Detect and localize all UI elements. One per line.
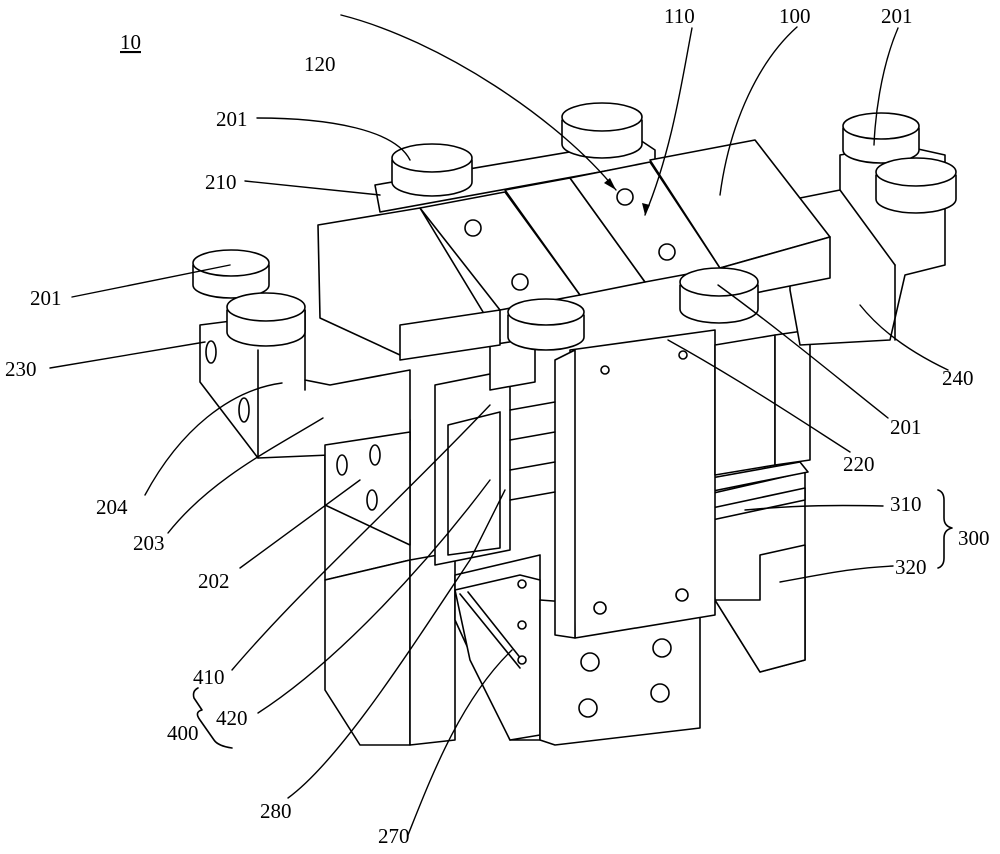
label-201-top-left: 201 [216,107,248,131]
knob-top-right-front [875,157,957,214]
knob-center-front-right [679,267,759,324]
label-100: 100 [779,4,811,28]
block-202 [324,431,411,546]
arrow-110 [642,203,650,215]
knob-top-right-back [842,112,920,164]
label-280: 280 [260,799,292,823]
label-202: 202 [198,569,230,593]
base-block-320 [704,471,806,673]
label-201-top-right: 201 [881,4,913,28]
knob-left-back [192,249,270,299]
label-320: 320 [895,555,927,579]
leader-lines [49,14,949,836]
label-420: 420 [216,706,248,730]
label-410: 410 [193,665,225,689]
left-bracket-230 [199,309,411,459]
knob-top-left [391,143,473,197]
label-300: 300 [958,526,990,550]
knob-top-center [561,102,643,159]
label-400: 400 [167,721,199,745]
label-120: 120 [304,52,336,76]
label-310: 310 [890,492,922,516]
rail-270 [454,574,541,741]
label-110: 110 [664,4,695,28]
brace-300 [937,489,953,569]
brace-400 [192,687,233,749]
label-204: 204 [96,495,128,519]
label-201-right: 201 [890,415,922,439]
label-240: 240 [942,366,974,390]
vertical-plate-220 [554,329,716,639]
label-230: 230 [5,357,37,381]
label-201-left: 201 [30,286,62,310]
arrow-120 [604,178,616,190]
label-203: 203 [133,531,165,555]
top-plate-100 [317,139,831,361]
label-270: 270 [378,824,410,848]
knob-center-front-left [507,298,585,351]
right-column [714,329,811,476]
label-210: 210 [205,170,237,194]
label-220: 220 [843,452,875,476]
figure-number: 10 [120,30,141,54]
knob-left-front [226,292,306,347]
cam-assembly-400 [434,337,556,566]
